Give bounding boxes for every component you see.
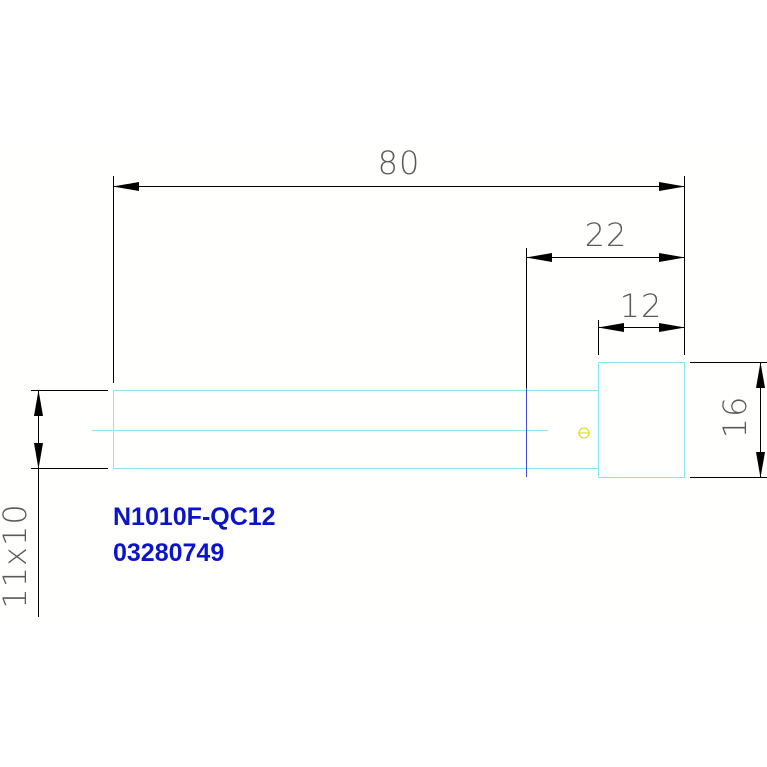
center-marker-icon — [578, 427, 590, 439]
arrow-left-icon — [598, 323, 624, 332]
drawing-sheet — [0, 147, 767, 620]
dimension-label-head-height: 16 — [716, 396, 754, 439]
dimension-overall-length: 80 — [113, 144, 685, 383]
arrow-down-icon — [34, 443, 43, 469]
dimension-head-height: 16 — [690, 362, 767, 478]
part-number-label: 03280749 — [113, 539, 225, 567]
arrow-right-icon — [659, 323, 685, 332]
arrow-left-icon — [113, 182, 139, 191]
arrow-up-icon — [756, 362, 765, 388]
cutting-head — [598, 362, 685, 478]
dimension-label-head-offset: 22 — [585, 216, 628, 254]
part-outline — [92, 362, 685, 478]
dimension-shank-section: 11x10 — [0, 390, 108, 617]
arrow-right-icon — [659, 182, 685, 191]
dimension-head-length: 12 — [598, 287, 685, 355]
arrow-right-icon — [659, 253, 685, 262]
dimension-label-shank-section: 11x10 — [0, 503, 34, 608]
dimension-head-offset: 22 — [526, 216, 685, 388]
arrow-up-icon — [34, 390, 43, 416]
dimension-label-head-length: 12 — [620, 287, 663, 325]
part-code-label: N1010F-QC12 — [113, 503, 276, 531]
arrow-left-icon — [526, 253, 552, 262]
dimension-label-overall-length: 80 — [378, 144, 421, 182]
arrow-down-icon — [756, 452, 765, 478]
